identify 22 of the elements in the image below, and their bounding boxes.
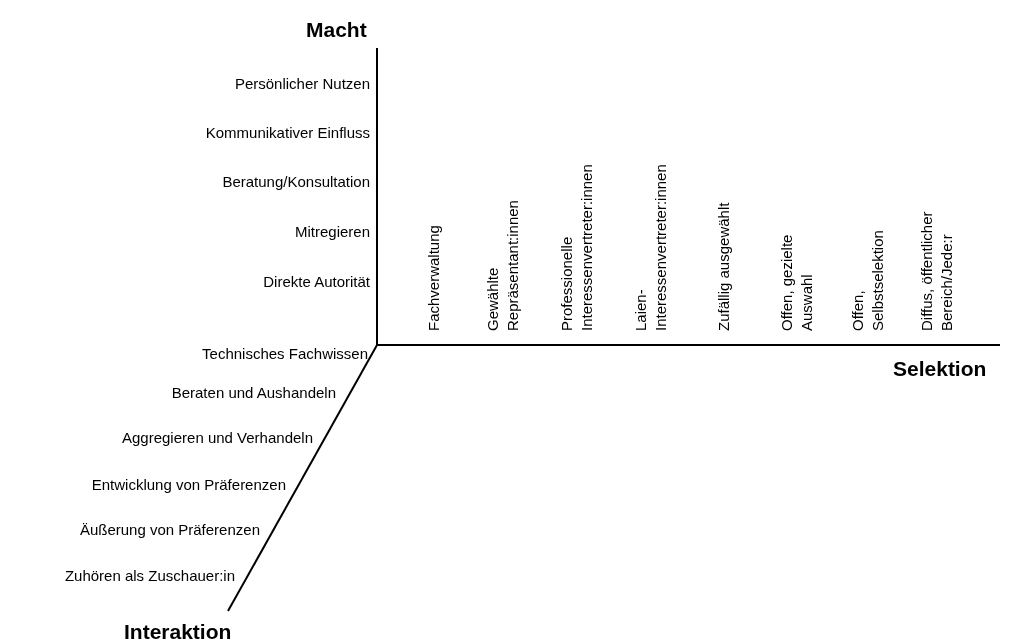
axis-category-label: Diffus, öffentlicher Bereich/Jede:r (917, 210, 956, 331)
axis-category-label: Fachverwaltung (424, 225, 443, 331)
axis-title: Selektion (893, 357, 987, 381)
axis-title: Interaktion (124, 620, 232, 644)
axis-category-label: Technisches Fachwissen (202, 345, 368, 363)
axis-category-label: Beraten und Aushandeln (171, 384, 336, 402)
axis-category-label: Mitregieren (294, 223, 370, 241)
axis-category-label: Äußerung von Präferenzen (79, 521, 260, 539)
axis-category-label: Zuhören als Zuschauer:in (64, 567, 235, 585)
axis-category-label: Gewählte Repräsentant:innen (483, 200, 522, 331)
axis-title: Macht (306, 18, 367, 42)
axis-category-label: Offen, gezielte Auswahl (777, 233, 816, 331)
axis-category-label: Professionelle Interessenvertreter:innen (557, 164, 596, 331)
axis-category-label: Kommunikativer Einfluss (205, 124, 370, 142)
axis-category-label: Laien- Interessenvertreter:innen (631, 164, 670, 331)
axis-category-label: Persönlicher Nutzen (234, 75, 370, 93)
axis-category-label: Entwicklung von Präferenzen (91, 476, 286, 494)
axis-category-label: Aggregieren und Verhandeln (122, 429, 313, 447)
axis-category-label: Direkte Autorität (263, 273, 370, 291)
axis-category-label: Beratung/Konsultation (222, 173, 370, 191)
axis-category-label: Zufällig ausgewählt (714, 202, 733, 331)
axis-category-label: Offen, Selbstselektion (848, 230, 887, 331)
